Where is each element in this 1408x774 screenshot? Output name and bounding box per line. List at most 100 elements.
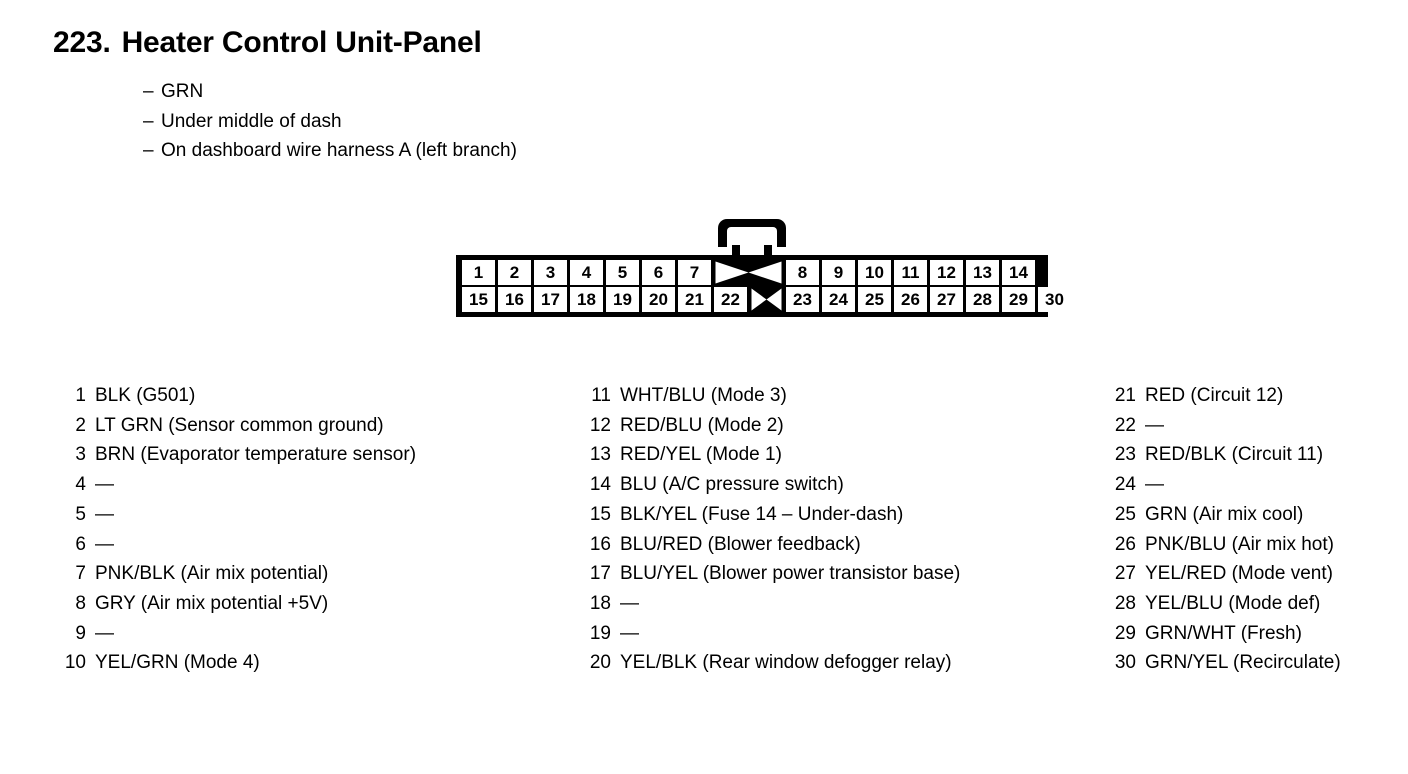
pin-entry-number: 13 — [589, 444, 611, 466]
pin-entry-number: 1 — [75, 385, 86, 406]
pin-entry-description: YEL/GRN (Mode 4) — [95, 652, 260, 674]
pin-entry-number: 6 — [75, 533, 86, 555]
connector-pin-23[interactable]: 23 — [786, 287, 819, 312]
pin-list-column-1: 1 BLK (G501) 2 LT GRN (Sensor common ground… — [60, 381, 416, 678]
pin-entry-9: 9— — [60, 619, 416, 649]
connector-pin-30[interactable]: 30 — [1038, 287, 1071, 312]
pin-entry-description: GRN (Air mix cool) — [1145, 503, 1304, 525]
connector-pin-14[interactable]: 14 — [1002, 260, 1035, 285]
pin-entry-description: — — [1145, 414, 1164, 436]
pin-entry-number: 4 — [75, 474, 86, 496]
pin-entry-description: — — [95, 622, 114, 644]
pin-entry-18: 18 — — [585, 589, 960, 619]
pin-entry-number: 23 — [1114, 444, 1136, 466]
pin-entry-description: BRN (Evaporator temperature sensor) — [95, 444, 417, 466]
pin-entry-description: GRN/WHT (Fresh) — [1145, 622, 1302, 644]
connector-pin-18[interactable]: 18 — [570, 287, 603, 312]
connector-pin-8[interactable]: 8 — [786, 260, 819, 285]
pin-entry-number: 26 — [1114, 533, 1136, 555]
pin-entry-number: 2 — [75, 414, 86, 436]
connector-pin-5[interactable]: 5 — [606, 260, 639, 285]
connector-pin-29[interactable]: 29 — [1002, 287, 1035, 312]
pin-entry-number: 28 — [1114, 592, 1136, 614]
connector-pin-26[interactable]: 26 — [894, 287, 927, 312]
pin-entry-4: 4— — [60, 470, 416, 500]
pin-entry-number: 5 — [75, 503, 86, 525]
pin-entry-number: 25 — [1114, 503, 1136, 525]
connector-pin-17[interactable]: 17 — [534, 287, 567, 312]
note-bullet-dash: – — [143, 140, 154, 161]
connector-pin-6[interactable]: 6 — [642, 260, 675, 285]
pin-entry-number: 3 — [75, 444, 86, 466]
connector-pin-7[interactable]: 7 — [678, 260, 711, 285]
pin-entry-number: 20 — [589, 652, 611, 674]
pin-entry-number: 18 — [589, 592, 611, 614]
location-note-text: Under middle of dash — [161, 110, 342, 132]
pin-entry-number: 15 — [589, 503, 611, 525]
pin-entry-description: BLK (G501) — [95, 385, 196, 406]
pin-entry-number: 29 — [1114, 622, 1136, 644]
pin-entry-description: BLU/RED (Blower feedback) — [620, 533, 861, 555]
pin-entry-15: 15 BLK/YEL (Fuse 14 – Under-dash) — [585, 500, 960, 530]
note-bullet-dash: – — [143, 110, 154, 132]
pin-entry-description: LT GRN (Sensor common ground) — [95, 414, 384, 436]
pin-entry-description: GRY (Air mix potential +5V) — [95, 592, 329, 614]
location-note-3: –On dashboard wire harness A (left branc… — [143, 136, 517, 166]
connector-pin-28[interactable]: 28 — [966, 287, 999, 312]
connector-pin-21[interactable]: 21 — [678, 287, 711, 312]
connector-pin-12[interactable]: 12 — [930, 260, 963, 285]
connector-blank-position — [750, 287, 783, 312]
connector-pin-19[interactable]: 19 — [606, 287, 639, 312]
tab-inner-shape — [727, 227, 777, 248]
pin-entry-number: 17 — [589, 563, 611, 585]
pin-entry-23: 23 RED/BLK (Circuit 11) — [1110, 440, 1341, 470]
connector-pin-11[interactable]: 11 — [894, 260, 927, 285]
page-title: 223. Heater Control Unit-Panel — [53, 26, 482, 60]
connector-pin-24[interactable]: 24 — [822, 287, 855, 312]
pin-entry-number: 10 — [64, 652, 86, 674]
connector-pin-2[interactable]: 2 — [498, 260, 531, 285]
page-title-text: Heater Control Unit-Panel — [121, 26, 482, 59]
pin-entry-description: — — [95, 503, 114, 525]
pin-entry-description: YEL/RED (Mode vent) — [1145, 563, 1333, 585]
connector-pin-27[interactable]: 27 — [930, 287, 963, 312]
connector-pin-1[interactable]: 1 — [462, 260, 495, 285]
pin-entry-number: 22 — [1114, 414, 1136, 436]
connector-pin-3[interactable]: 3 — [534, 260, 567, 285]
connector-pin-25[interactable]: 25 — [858, 287, 891, 312]
connector-blank-position — [714, 260, 783, 285]
pin-entry-description: GRN/YEL (Recirculate) — [1145, 652, 1341, 674]
pin-entry-description: BLK/YEL (Fuse 14 – Under-dash) — [620, 503, 904, 525]
pin-entry-description: RED/YEL (Mode 1) — [620, 444, 782, 466]
pin-entry-description: BLU (A/C pressure switch) — [620, 474, 844, 496]
pin-entry-26: 26 PNK/BLU (Air mix hot) — [1110, 530, 1341, 560]
pin-entry-19: 19— — [585, 619, 960, 649]
connector-pin-9[interactable]: 9 — [822, 260, 855, 285]
pin-entry-number: 24 — [1114, 474, 1136, 496]
pin-entry-description: RED/BLK (Circuit 11) — [1145, 444, 1324, 466]
page-title-number: 223. — [53, 26, 111, 59]
connector-pin-13[interactable]: 13 — [966, 260, 999, 285]
pin-entry-description: PNK/BLU (Air mix hot) — [1145, 533, 1334, 555]
blank-position-x-icon — [715, 261, 782, 284]
pin-entry-description: RED (Circuit 12) — [1145, 385, 1284, 406]
connector-pin-22[interactable]: 22 — [714, 287, 747, 312]
connector-pin-4[interactable]: 4 — [570, 260, 603, 285]
connector-pin-10[interactable]: 10 — [858, 260, 891, 285]
pin-entry-description: — — [95, 533, 114, 555]
connector-pin-16[interactable]: 16 — [498, 287, 531, 312]
pin-entry-number: 12 — [589, 414, 611, 436]
connector-pin-15[interactable]: 15 — [462, 287, 495, 312]
pin-entry-description: — — [620, 592, 639, 614]
connector-pin-20[interactable]: 20 — [642, 287, 675, 312]
